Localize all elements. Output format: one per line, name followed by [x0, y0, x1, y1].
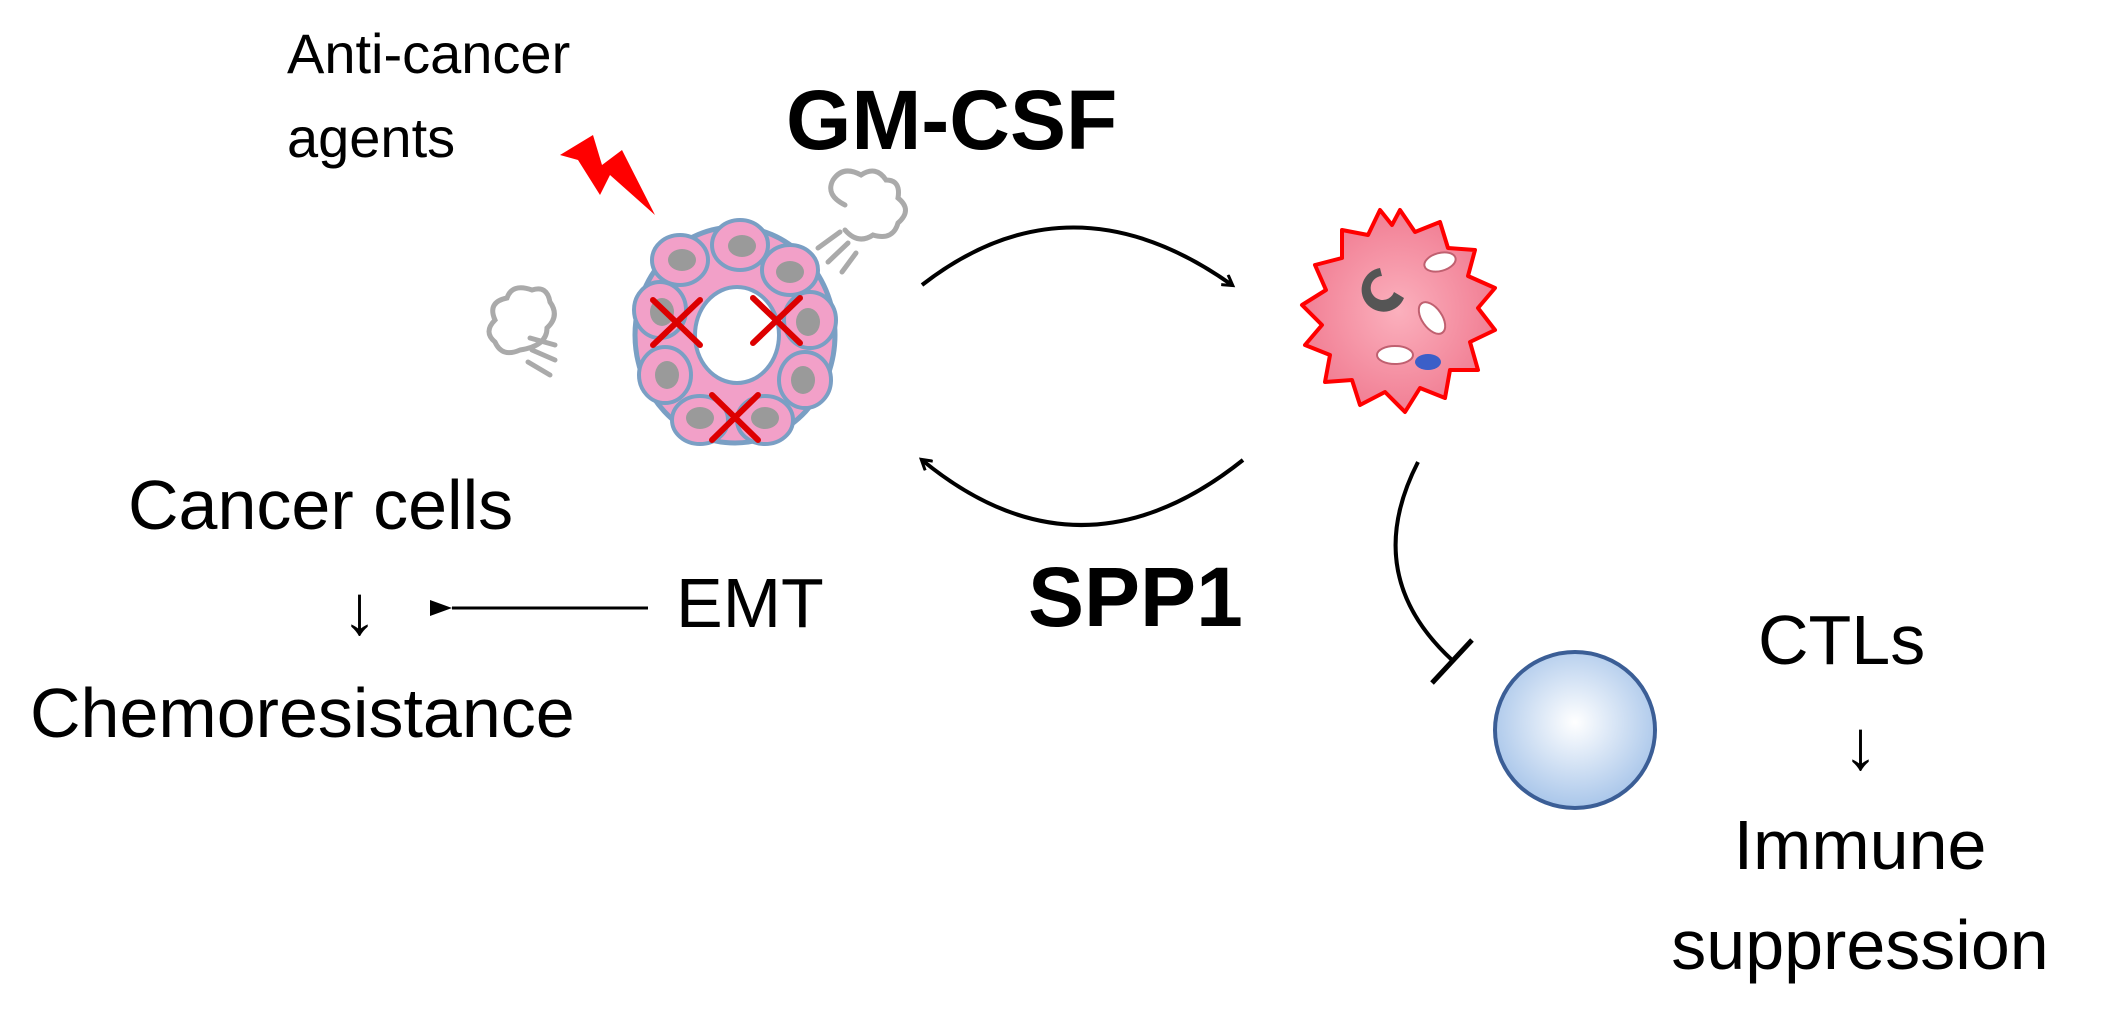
down-arrow-left: ↓ [342, 571, 377, 649]
anti-cancer-label-line2: agents [287, 106, 456, 169]
inhibition-arrow [1393, 461, 1454, 662]
ctl-cell-icon [1493, 650, 1657, 810]
gm-csf-arrow [920, 225, 1232, 286]
puff-icon-lower [486, 285, 558, 378]
cancer-cells-label: Cancer cells [128, 466, 514, 544]
lightning-bolt-icon [560, 135, 655, 215]
chemoresistance-label: Chemoresistance [30, 674, 575, 752]
down-arrow-right: ↓ [1843, 706, 1878, 784]
emt-label: EMT [676, 564, 824, 642]
inhibition-bar [1430, 638, 1474, 685]
puff-icon-upper [815, 168, 908, 275]
gm-csf-label: GM-CSF [786, 73, 1118, 167]
ctls-label: CTLs [1758, 601, 1926, 679]
spp1-label: SPP1 [1028, 550, 1243, 644]
anti-cancer-label-line1: Anti-cancer [287, 22, 571, 85]
immune-label-line1: Immune [1733, 806, 1987, 884]
immune-label-line2: suppression [1671, 906, 2049, 984]
macrophage-icon [1300, 208, 1497, 414]
cancer-cell-cluster-icon [632, 218, 838, 446]
spp1-arrow [922, 460, 1245, 527]
